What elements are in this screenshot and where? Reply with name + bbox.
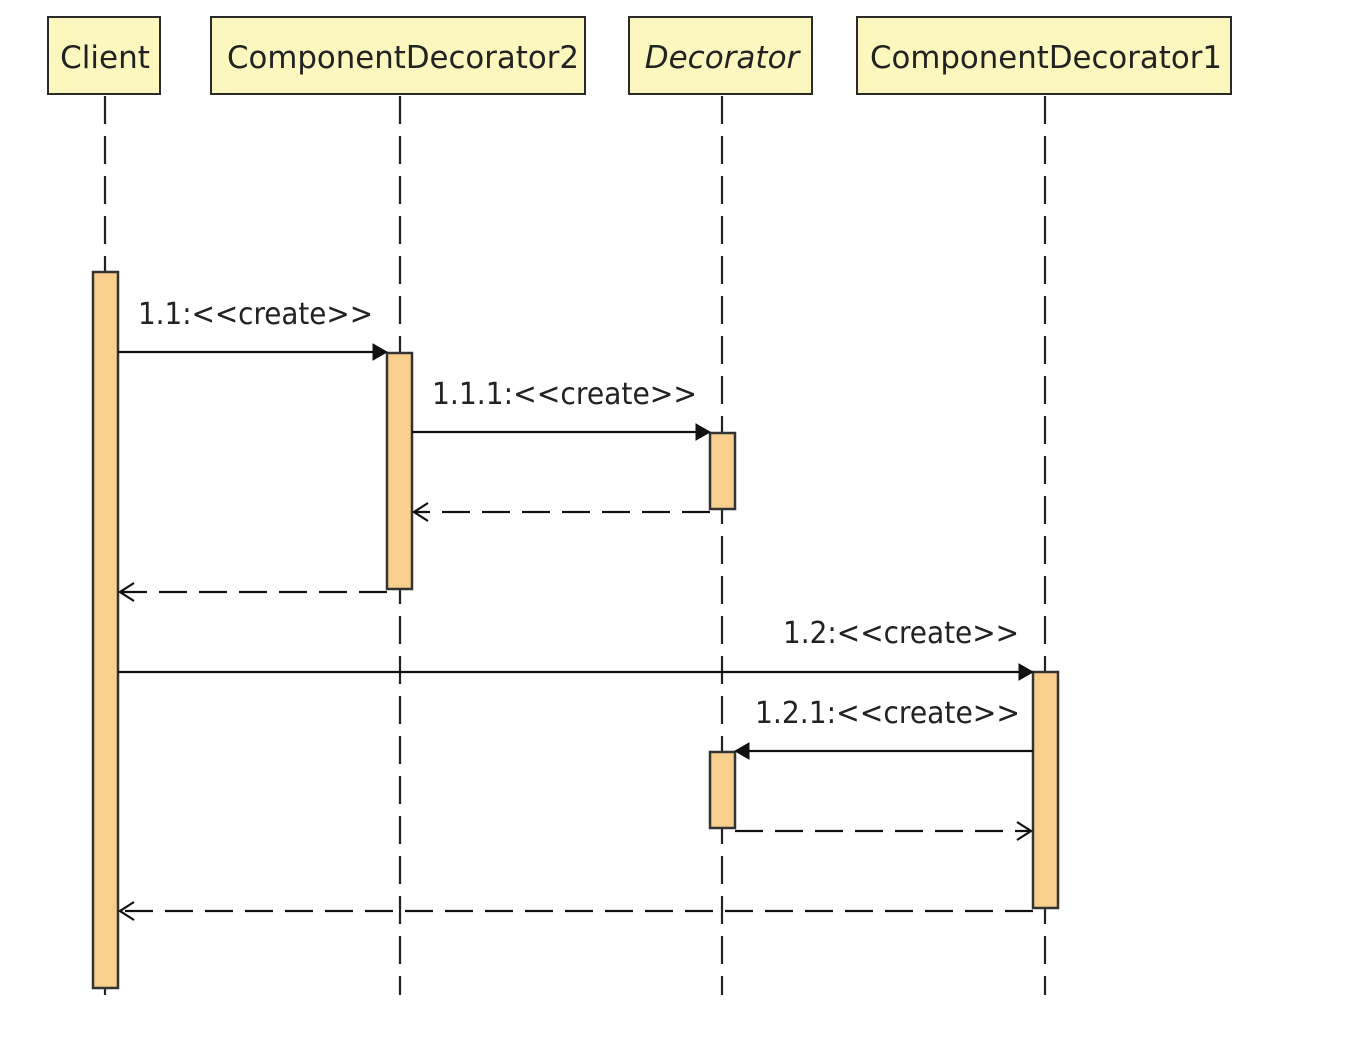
return-component-decorator2-to-client bbox=[117, 582, 387, 602]
participant-client: Client bbox=[47, 16, 161, 95]
return-arrow-1-2-1 bbox=[1016, 821, 1034, 841]
arrow-head-1-2 bbox=[1018, 663, 1035, 681]
message-1-1: 1.1:<<create>> bbox=[118, 297, 389, 361]
return-arrow-1-1-1 bbox=[411, 502, 429, 522]
arrow-head-1-1-1 bbox=[695, 423, 712, 441]
participant-decorator: Decorator bbox=[628, 16, 813, 95]
participant-label-component-decorator2: ComponentDecorator2 bbox=[227, 40, 579, 76]
return-arrow-1-2 bbox=[117, 901, 135, 921]
message-1-1-1: 1.1.1:<<create>> bbox=[412, 377, 712, 441]
message-1-2: 1.2:<<create>> bbox=[118, 616, 1035, 681]
arrow-head-1-2-1 bbox=[733, 742, 750, 760]
message-label-1-1-1: 1.1.1:<<create>> bbox=[432, 377, 697, 412]
participant-label-client: Client bbox=[60, 40, 150, 76]
participant-box-decorator bbox=[628, 16, 813, 95]
message-label-1-2: 1.2:<<create>> bbox=[783, 616, 1019, 651]
participant-label-decorator: Decorator bbox=[645, 40, 802, 76]
activation-decorator-first bbox=[708, 431, 737, 511]
participant-component-decorator1: ComponentDecorator1 bbox=[856, 16, 1232, 95]
return-arrow-1-1 bbox=[117, 582, 135, 602]
activation-decorator-second bbox=[708, 750, 737, 830]
participant-box-client bbox=[47, 16, 161, 95]
return-decorator-to-component-decorator2 bbox=[411, 502, 710, 522]
message-1-2-1: 1.2.1:<<create>> bbox=[733, 696, 1033, 760]
message-label-1-1: 1.1:<<create>> bbox=[138, 297, 373, 332]
message-label-1-2-1: 1.2.1:<<create>> bbox=[755, 696, 1020, 731]
participant-label-component-decorator1: ComponentDecorator1 bbox=[870, 40, 1222, 76]
activation-component-decorator2 bbox=[385, 351, 414, 591]
participant-component-decorator2: ComponentDecorator2 bbox=[210, 16, 586, 95]
return-component-decorator1-to-client bbox=[117, 901, 1033, 921]
participant-box-component-decorator1 bbox=[856, 16, 1232, 95]
activation-client bbox=[91, 270, 120, 990]
return-decorator-to-component-decorator1 bbox=[735, 821, 1034, 841]
activation-component-decorator1 bbox=[1031, 670, 1060, 910]
participant-box-component-decorator2 bbox=[210, 16, 586, 95]
arrow-head-1-1 bbox=[372, 343, 389, 361]
